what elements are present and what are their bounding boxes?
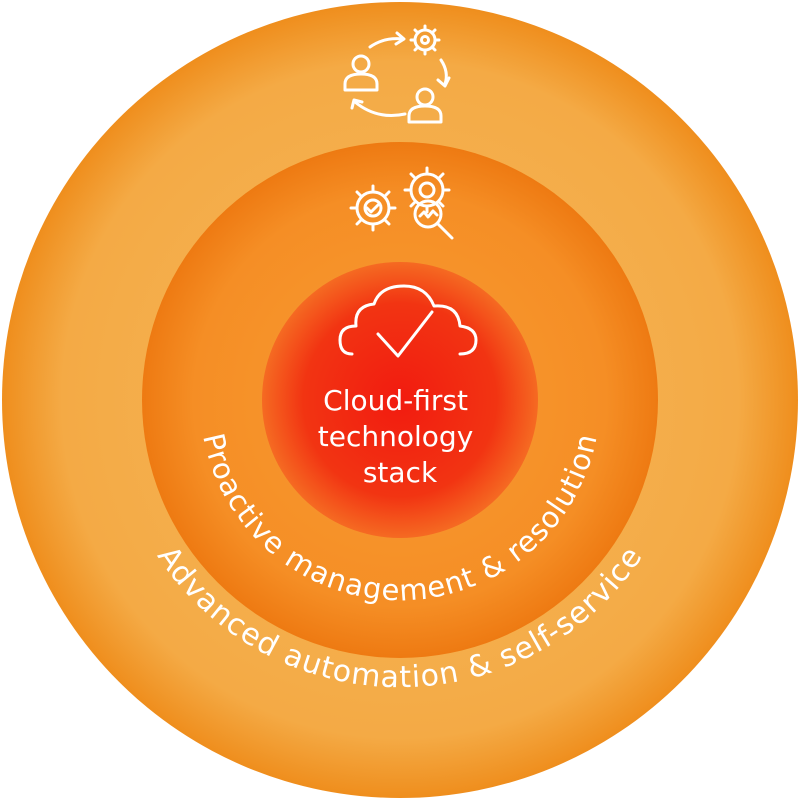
core-title-line-1: Cloud-first — [323, 384, 468, 417]
core-title-line-3: stack — [363, 456, 438, 489]
gears-analysis-icon — [349, 166, 454, 240]
core-circle — [262, 262, 538, 538]
core-title-line-2: technology — [318, 420, 473, 453]
cloud-check-icon — [338, 284, 478, 358]
core-title: Cloud-first technology stack — [318, 384, 482, 489]
people-cycle-icon — [343, 24, 451, 124]
